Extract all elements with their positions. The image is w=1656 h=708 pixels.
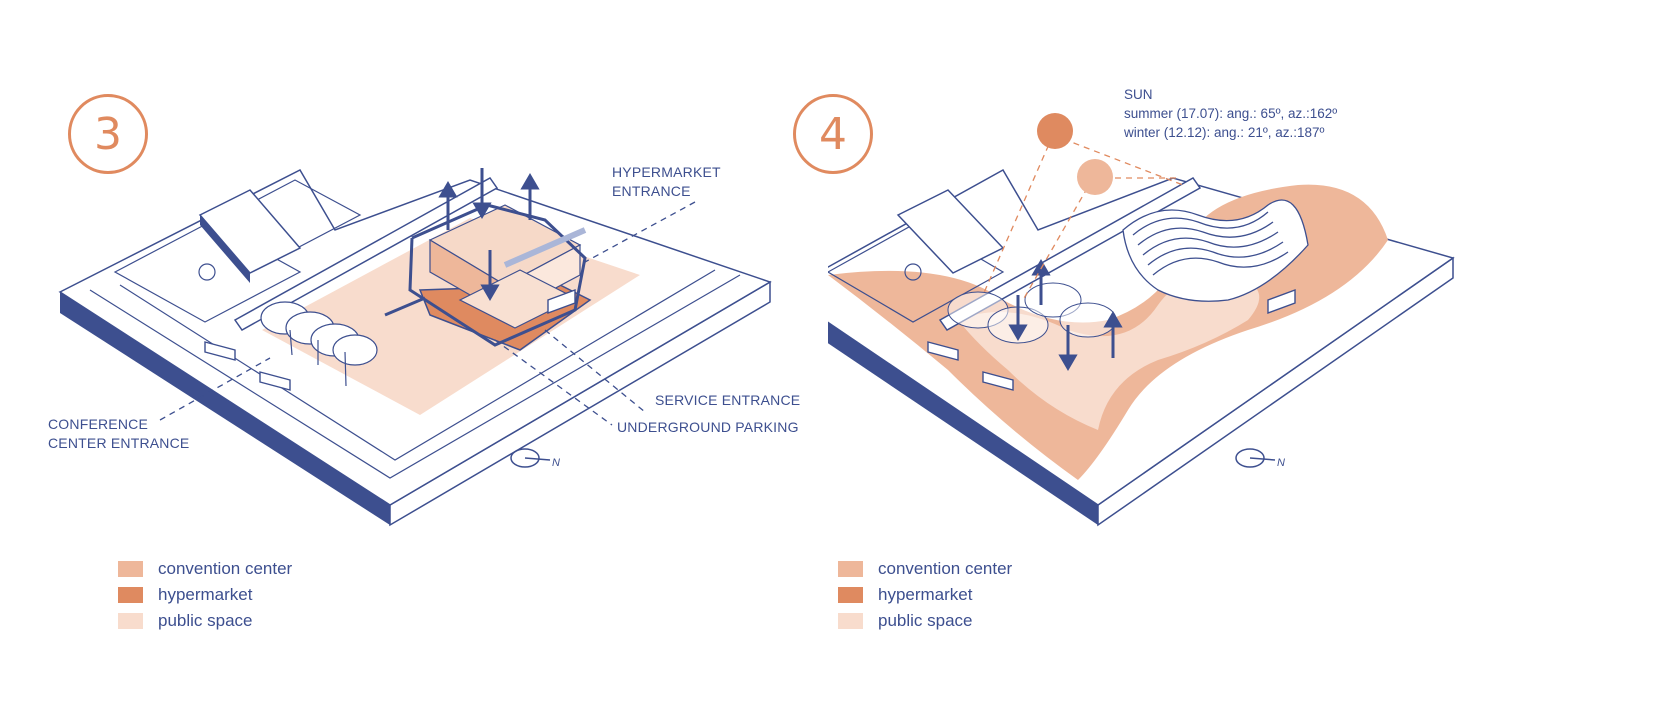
diagram-panel-4: N 4 SUN summer (17.07): ang.: 65º, az.:1… (828, 0, 1656, 708)
legend-item-hypermarket: hypermarket (838, 582, 1012, 608)
service-entrance-label: SERVICE ENTRANCE (655, 391, 800, 410)
sun-winter-label: winter (12.12): ang.: 21º, az.:187º (1124, 123, 1337, 142)
sun-title: SUN (1124, 85, 1337, 104)
hypermarket-entrance-line-1: HYPERMARKET (612, 163, 721, 182)
compass-north: N (1277, 457, 1285, 469)
swatch-convention (118, 561, 143, 577)
compass-icon (511, 449, 550, 467)
step-number-4: 4 (793, 94, 873, 174)
swatch-convention (838, 561, 863, 577)
legend-label-convention: convention center (158, 559, 292, 579)
legend-3: convention center hypermarket public spa… (118, 556, 292, 634)
sun-info: SUN summer (17.07): ang.: 65º, az.:162º … (1124, 85, 1337, 142)
legend-item-convention: convention center (118, 556, 292, 582)
conference-entrance-label: CONFERENCE CENTER ENTRANCE (48, 415, 189, 453)
step-number-3: 3 (68, 94, 148, 174)
legend-item-convention: convention center (838, 556, 1012, 582)
sun-winter-icon (1077, 159, 1113, 195)
swatch-public (838, 613, 863, 629)
legend-label-convention: convention center (878, 559, 1012, 579)
swatch-hypermarket (118, 587, 143, 603)
legend-label-public: public space (878, 611, 973, 631)
underground-parking-label: UNDERGROUND PARKING (617, 418, 799, 437)
compass-icon (1236, 449, 1275, 467)
diagram-panel-3: N 3 HYPERMARKET ENTRANCE CONFERENCE CENT… (0, 0, 828, 708)
legend-item-hypermarket: hypermarket (118, 582, 292, 608)
legend-item-public: public space (118, 608, 292, 634)
legend-label-hypermarket: hypermarket (878, 585, 972, 605)
legend-4: convention center hypermarket public spa… (838, 556, 1012, 634)
sun-summer-icon (1037, 113, 1073, 149)
swatch-public (118, 613, 143, 629)
sun-summer-label: summer (17.07): ang.: 65º, az.:162º (1124, 104, 1337, 123)
conference-entrance-line-1: CONFERENCE (48, 415, 189, 434)
legend-label-hypermarket: hypermarket (158, 585, 252, 605)
conference-entrance-line-2: CENTER ENTRANCE (48, 434, 189, 453)
legend-item-public: public space (838, 608, 1012, 634)
hypermarket-entrance-line-2: ENTRANCE (612, 182, 721, 201)
compass-north: N (552, 457, 560, 469)
hypermarket-entrance-label: HYPERMARKET ENTRANCE (612, 163, 721, 201)
swatch-hypermarket (838, 587, 863, 603)
legend-label-public: public space (158, 611, 253, 631)
